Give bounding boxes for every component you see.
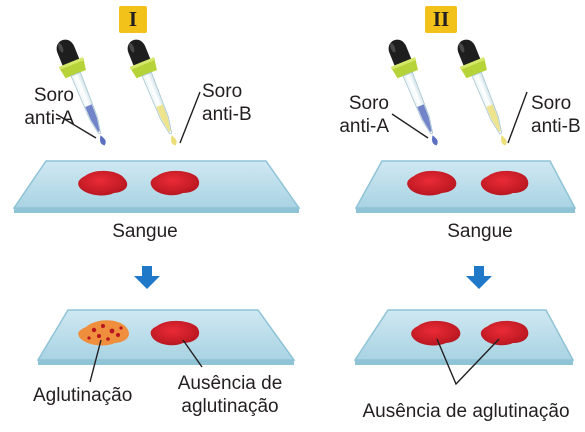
label-soro-anti-b-2: Soro anti-B (531, 92, 581, 138)
dropper-anti-a-1-icon (56, 39, 106, 146)
label-line: anti-B (531, 116, 581, 137)
label-soro-anti-a-2: Soro anti-A (331, 92, 389, 138)
label-line: anti-A (24, 108, 74, 129)
slide-panel-2-bottom (353, 309, 575, 365)
blood-drop-2b (480, 170, 529, 196)
blood-drop-1a (78, 170, 128, 196)
label-line: Ausência de (177, 373, 283, 394)
label-sangue-2: Sangue (447, 221, 513, 242)
blood-drop-2a (407, 170, 457, 196)
label-soro-anti-a-1: Soro anti-A (12, 84, 74, 130)
label-line: anti-B (202, 104, 252, 125)
blood-drop-1b (150, 170, 200, 196)
label-ausencia-shared: Ausência de aglutinação (362, 401, 570, 422)
slide-panel-2-top (354, 160, 577, 213)
blood-drop-2b-result (480, 320, 529, 346)
dropper-anti-b-2-icon (457, 39, 507, 146)
label-line: Soro (348, 93, 389, 114)
label-sangue-1: Sangue (112, 221, 178, 242)
panel-badge-2: II (425, 6, 457, 33)
agglutinated-drop-1a (78, 320, 129, 346)
label-soro-anti-b-1: Soro anti-B (202, 80, 252, 126)
arrow-down-icon (134, 266, 160, 289)
label-line: anti-A (339, 116, 389, 137)
label-aglutinacao: Aglutinação (33, 385, 133, 406)
label-line: Soro (202, 81, 243, 102)
arrow-down-icon (466, 266, 492, 289)
blood-drop-1b-result (150, 320, 200, 346)
dropper-anti-b-1-icon (127, 39, 177, 146)
leader-lines (55, 91, 528, 386)
label-line: Soro (33, 85, 74, 106)
label-line: Soro (531, 93, 572, 114)
label-line: aglutinação (181, 396, 279, 417)
dropper-anti-a-2-icon (388, 39, 438, 146)
panel-badge-1: I (119, 6, 147, 33)
blood-drop-2a-result (411, 320, 461, 346)
label-ausencia-1: Ausência de aglutinação (168, 372, 292, 418)
